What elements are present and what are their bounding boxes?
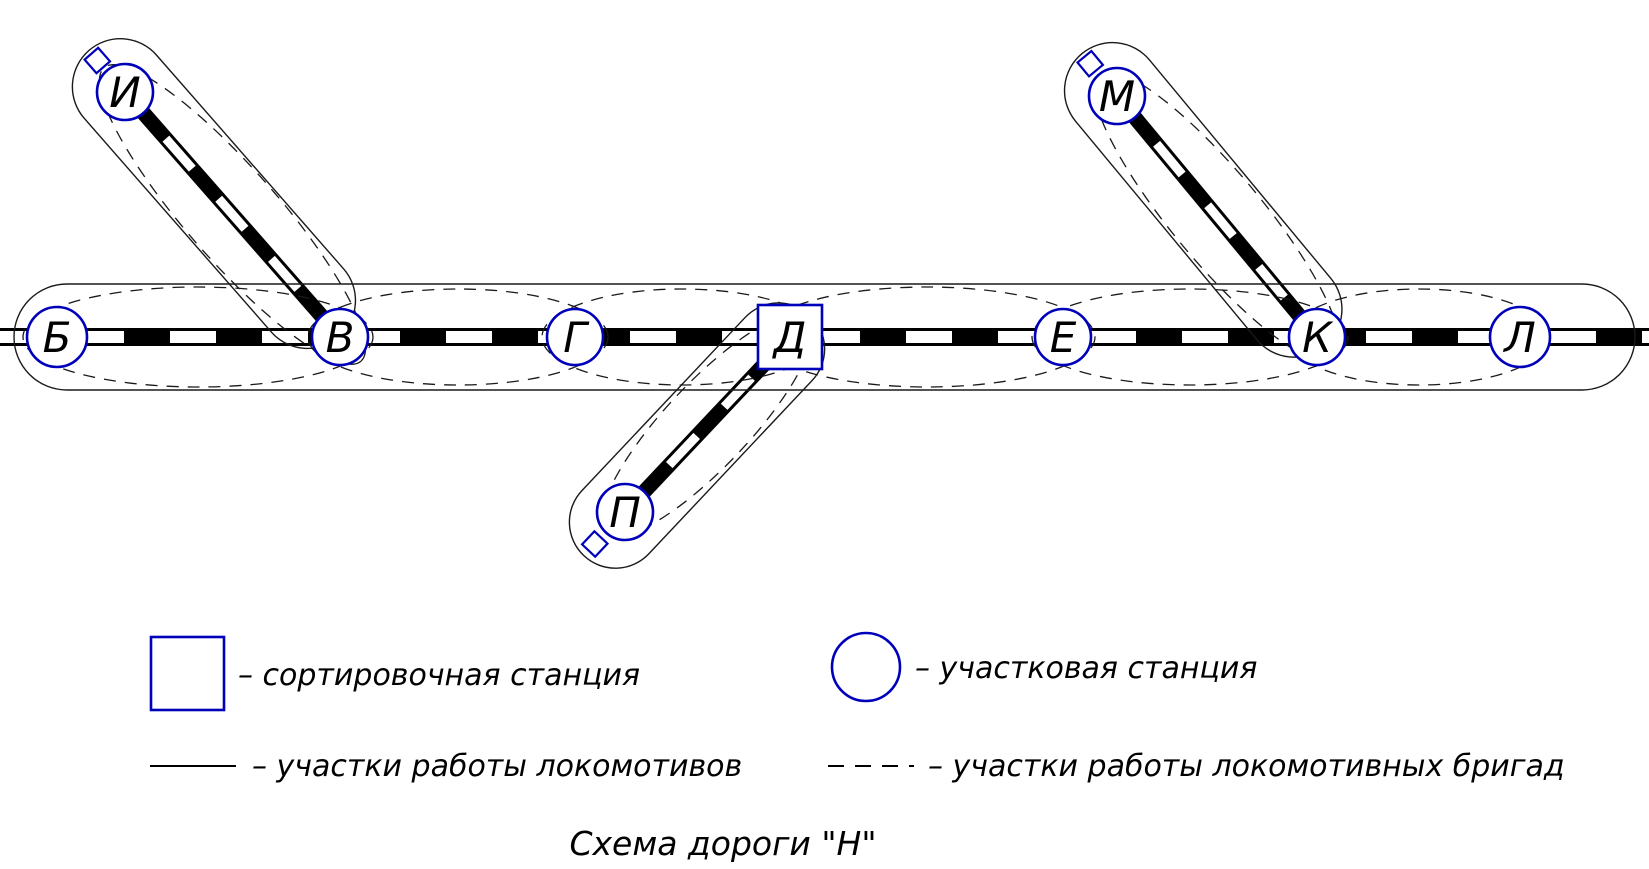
brigade-section-v-g — [307, 288, 609, 386]
terminal-square-i — [83, 46, 112, 75]
brigade-section-b-v — [22, 286, 374, 388]
locomotive-section-outlines — [13, 38, 1636, 569]
legend-district-station-label: – участковая станция — [915, 651, 1257, 686]
station-b-label: Б — [43, 313, 72, 362]
station-g-label: Г — [563, 313, 590, 362]
legend-item-locomotive-sections: – участки работы локомотивов — [150, 749, 742, 784]
loco-section-mainline — [13, 283, 1636, 391]
station-d-square — [756, 303, 824, 371]
district-station-symbol — [830, 631, 902, 703]
diagram-title: Схема дороги "Н" — [569, 824, 876, 863]
stations: Б В Г Д Е К Л И — [25, 62, 1552, 542]
legend-item-brigade-sections: – участки работы локомотивных бригад — [828, 749, 1565, 784]
station-d-sorting: Д — [756, 303, 824, 371]
branch-track-m-k-checker — [1113, 93, 1321, 340]
legend-item-sorting-station: – сортировочная станция — [149, 635, 640, 712]
station-i: И — [95, 62, 155, 122]
legend-sorting-station-label: – сортировочная станция — [238, 658, 640, 693]
station-i-circle — [95, 62, 155, 122]
station-v-circle — [310, 307, 370, 367]
station-d-label: Д — [772, 313, 807, 362]
station-p-circle — [595, 482, 655, 542]
station-m-circle — [1087, 66, 1147, 126]
track-lines — [0, 87, 1649, 518]
brigade-section-ellipses — [22, 64, 1550, 537]
branch-track-i-v-checker — [121, 89, 344, 340]
station-k-label: К — [1302, 313, 1334, 362]
station-v-label: В — [326, 313, 355, 362]
station-e-label: Е — [1050, 313, 1077, 362]
terminal-square-m — [1075, 49, 1105, 78]
station-k: К — [1287, 307, 1347, 367]
station-l: Л — [1488, 305, 1552, 369]
station-e: Е — [1033, 307, 1093, 367]
station-v: В — [310, 307, 370, 367]
station-g: Г — [545, 307, 605, 367]
station-b-circle — [25, 305, 89, 369]
legend-brigade-sections-label: – участки работы локомотивных бригад — [928, 749, 1565, 784]
station-m-label: М — [1099, 72, 1135, 121]
legend-item-district-station: – участковая станция — [830, 631, 1257, 703]
station-i-label: И — [109, 68, 140, 117]
brigade-section-e-k — [1031, 288, 1349, 386]
station-m: М — [1087, 66, 1147, 126]
branch-terminals — [83, 46, 1105, 559]
station-b: Б — [25, 305, 89, 369]
station-l-circle — [1488, 305, 1552, 369]
terminal-square-p — [580, 529, 610, 559]
station-g-circle — [545, 307, 605, 367]
station-p: П — [595, 482, 655, 542]
station-l-label: Л — [1502, 313, 1536, 362]
station-p-label: П — [609, 488, 641, 537]
legend: – сортировочная станция – участковая ста… — [149, 631, 1565, 784]
sorting-station-symbol — [149, 635, 226, 712]
station-e-circle — [1033, 307, 1093, 367]
station-k-circle — [1287, 307, 1347, 367]
legend-locomotive-sections-label: – участки работы локомотивов — [252, 749, 742, 784]
